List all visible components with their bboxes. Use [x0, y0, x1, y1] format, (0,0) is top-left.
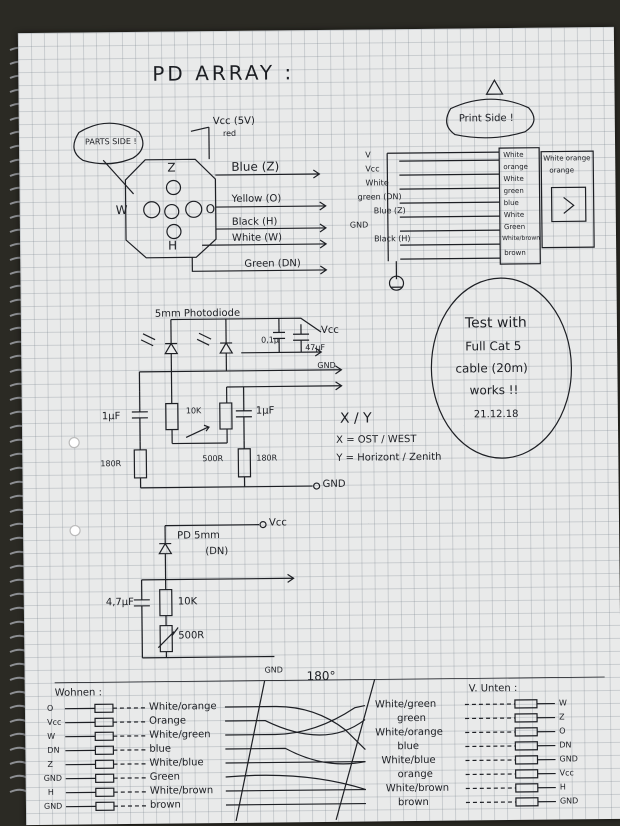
left-pin-0: O	[46, 703, 54, 713]
left-color-0: White/orange	[148, 701, 217, 713]
conn-box-label-1: orange	[549, 166, 575, 175]
print-side-label: Print Side !	[458, 112, 514, 125]
right-pin-2: O	[559, 726, 566, 736]
conn-label-v: V	[365, 150, 371, 160]
c1-vcc: Vcc	[320, 324, 339, 336]
conn-label-green: green (DN)	[357, 192, 402, 202]
conn-right-6: Green	[503, 222, 526, 232]
c2-vcc: Vcc	[268, 517, 287, 529]
right-color-0: White/green	[374, 698, 437, 711]
array-letter-o: O	[205, 202, 216, 217]
parts-side-label: PARTS SIDE !	[84, 136, 137, 147]
conn-right-0: White	[503, 150, 524, 160]
conn-right-4: blue	[503, 198, 519, 208]
wire-label-green: Green (DN)	[244, 258, 301, 270]
wire-label-black: Black (H)	[231, 216, 278, 228]
left-pin-7: GND	[43, 801, 63, 811]
c1-r-left: 180R	[100, 459, 122, 469]
c2-cap: 4,7µF	[105, 596, 134, 609]
sketch-lines	[54, 78, 605, 822]
test-note-line-3: cable (20m)	[455, 360, 528, 376]
conn-right-7: White/brown	[502, 234, 541, 243]
right-color-5: orange	[397, 768, 433, 781]
c1-cap-left: 1µF	[101, 411, 121, 423]
right-pin-5: Vcc	[559, 768, 574, 778]
conn-label-blue: Blue (Z)	[373, 206, 406, 216]
c1-gnd: GND	[317, 360, 336, 371]
right-pin-6: H	[559, 782, 566, 792]
left-pin-1: Vcc	[47, 717, 62, 727]
left-color-5: Green	[149, 771, 181, 783]
c1-cap-big: 47µF	[305, 342, 326, 353]
right-pin-7: GND	[559, 796, 579, 806]
left-color-3: blue	[149, 743, 172, 755]
wire-label-white: White (W)	[231, 232, 283, 244]
c2-r2: 500R	[178, 630, 205, 642]
photodiode-title: 5mm Photodiode	[154, 307, 241, 320]
wiring-left-title: Wohnen :	[54, 687, 102, 699]
c2-dn: (DN)	[205, 545, 229, 558]
c1-gnd2: GND	[322, 478, 346, 490]
notebook-page: PD ARRAY : PARTS SIDE ! Print Side ! Vcc…	[17, 26, 620, 826]
conn-right-2: White	[503, 174, 524, 184]
xy-y: Y = Horizont / Zenith	[336, 451, 442, 464]
conn-right-3: green	[503, 186, 524, 196]
right-color-7: brown	[397, 796, 429, 809]
xy-heading: X / Y	[339, 410, 372, 427]
test-note-line-2: Full Cat 5	[465, 338, 522, 354]
xy-x: X = OST / WEST	[336, 433, 417, 446]
c1-r-right: 180R	[256, 453, 278, 463]
conn-right-1: orange	[503, 162, 528, 172]
test-note-date: 21.12.18	[473, 408, 519, 421]
left-color-1: Orange	[149, 715, 187, 727]
left-pin-5: GND	[43, 773, 63, 783]
left-pin-4: Z	[47, 759, 54, 769]
conn-right-8: brown	[504, 248, 526, 258]
c2-r1: 10K	[177, 596, 198, 608]
right-color-2: White/orange	[375, 726, 443, 739]
left-color-7: brown	[149, 799, 181, 811]
vcc-color-label: red	[222, 128, 237, 139]
right-color-4: White/blue	[381, 754, 436, 767]
conn-label-gnd: GND	[349, 220, 369, 230]
right-pin-4: GND	[559, 754, 578, 764]
conn-right-5: White	[503, 210, 525, 220]
c1-cap-right: 1µF	[255, 405, 275, 417]
test-note-line-1: Test with	[464, 314, 527, 332]
vcc-label: Vcc (5V)	[212, 115, 255, 128]
left-color-2: White/green	[149, 729, 211, 741]
left-color-4: White/blue	[149, 757, 204, 769]
c1-r-pot: 10K	[185, 406, 202, 416]
c2-pd: PD 5mm	[177, 530, 220, 542]
right-color-1: green	[397, 712, 427, 725]
right-pin-3: DN	[559, 740, 572, 750]
test-note-line-4: works !!	[469, 382, 519, 398]
conn-box-label-0: White orange	[543, 154, 591, 163]
c1-cap-small: 0,1µ	[261, 335, 279, 345]
c2-angle: 180°	[306, 668, 336, 684]
conn-label-vcc: Vcc	[365, 164, 380, 174]
array-letter-z: Z	[167, 160, 176, 175]
array-letter-w: W	[115, 203, 128, 218]
right-pin-1: Z	[559, 712, 565, 722]
left-color-6: White/brown	[149, 785, 214, 797]
conn-label-black: Black (H)	[373, 234, 411, 244]
left-pin-6: H	[47, 787, 54, 797]
wire-label-blue: Blue (Z)	[231, 159, 280, 174]
c1-r-500: 500R	[202, 454, 224, 464]
c2-gnd: GND	[264, 665, 283, 675]
conn-label-white: White	[365, 178, 389, 188]
right-color-6: White/brown	[385, 782, 450, 795]
left-pin-3: DN	[47, 745, 60, 755]
wire-label-yellow: Yellow (O)	[231, 193, 282, 205]
right-pin-0: W	[558, 698, 567, 708]
page-title: PD ARRAY :	[152, 60, 295, 86]
left-pin-2: W	[47, 731, 56, 741]
array-letter-h: H	[168, 238, 178, 253]
right-color-3: blue	[397, 740, 420, 753]
wiring-right-title: V. Unten :	[468, 682, 518, 695]
